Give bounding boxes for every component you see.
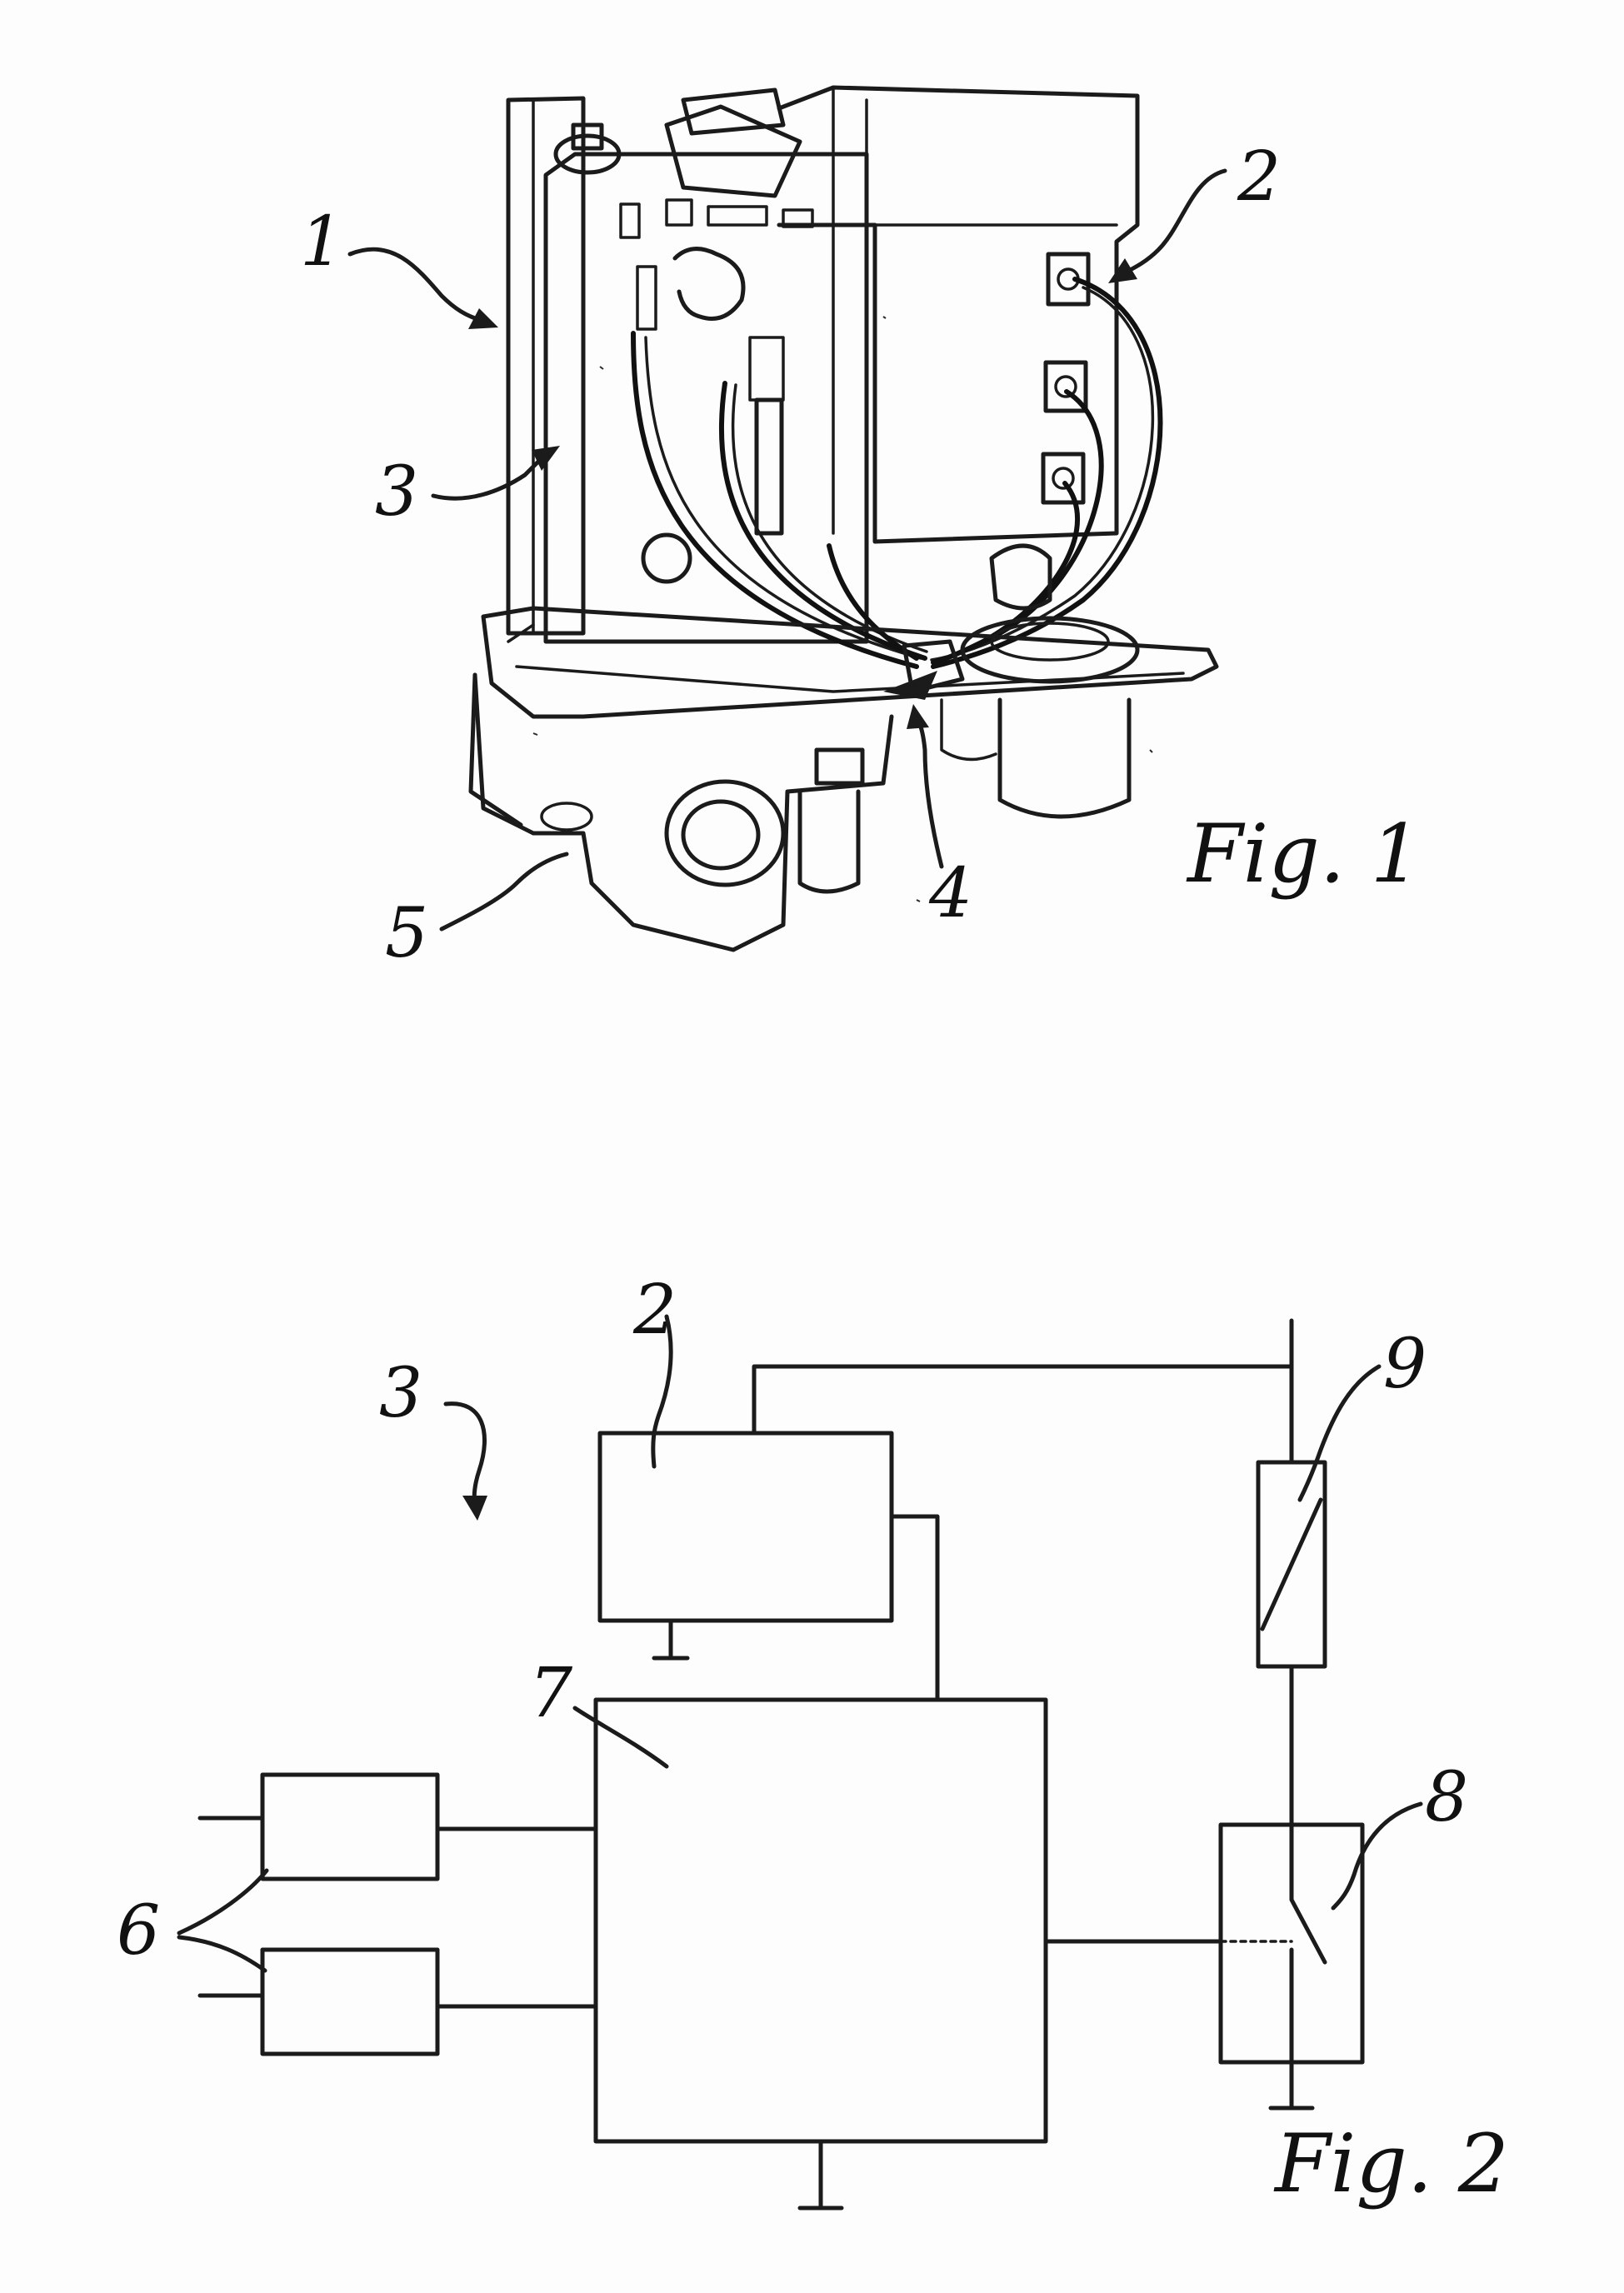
leader-8 — [1333, 1804, 1421, 1908]
label-5: 5 — [385, 894, 428, 973]
board-chip-2 — [667, 200, 692, 225]
block-2-ground — [654, 1621, 687, 1658]
cable-3 — [933, 279, 1161, 667]
leader-2-arrowhead — [1108, 258, 1137, 283]
top-bus-line — [754, 1366, 1292, 1433]
label-8: 8 — [1425, 1758, 1468, 1837]
block-6-lower — [262, 1950, 437, 2054]
block-7-ground — [800, 2141, 842, 2208]
label-2: 2 — [1237, 137, 1281, 217]
leader-3-fig2 — [446, 1404, 485, 1504]
lower-cylinder-small — [942, 700, 996, 759]
figure-1-labels: 1 2 3 4 5 Fig. 1 — [300, 137, 1422, 973]
leader-4 — [917, 717, 942, 867]
scan-speckle — [533, 317, 1152, 902]
board-chip-3 — [708, 207, 767, 225]
lower-cylinder-right — [1000, 700, 1129, 817]
socket-lower — [1043, 454, 1083, 502]
leader-7 — [575, 1708, 667, 1766]
leader-3-fig2-arrowhead — [462, 1496, 487, 1521]
lower-housing-bolt — [542, 803, 592, 830]
block-8-switch-arm — [1292, 1825, 1325, 1962]
label-3-fig2: 3 — [379, 1354, 422, 1433]
element-9-diagonal — [1262, 1500, 1321, 1629]
block-2 — [600, 1433, 892, 1621]
lower-port-inner — [683, 802, 758, 868]
figure-1-device — [471, 87, 1217, 950]
board-relay-shape — [675, 249, 743, 319]
cable-2b — [733, 385, 927, 652]
figure-2-labels: 3 2 9 7 8 6 Fig. 2 — [117, 1271, 1509, 2211]
label-9: 9 — [1383, 1325, 1427, 1404]
leader-5 — [442, 854, 567, 929]
leader-6-upper — [179, 1871, 267, 1933]
leader-1 — [350, 249, 483, 321]
block-2-to-7-line — [892, 1516, 937, 1700]
figure-2-caption: Fig. 2 — [1273, 2117, 1509, 2211]
figure-1-caption: Fig. 1 — [1186, 807, 1422, 901]
leader-3 — [433, 454, 546, 498]
label-4: 4 — [928, 854, 972, 933]
label-3-fig1: 3 — [375, 452, 418, 532]
leader-4-arrowhead — [907, 704, 929, 729]
figure-2-block-diagram — [200, 1321, 1362, 2208]
lower-fitting-nut — [817, 750, 862, 783]
lower-fitting — [800, 792, 858, 892]
label-1: 1 — [300, 202, 343, 282]
board-long-component — [757, 400, 782, 533]
block-8-ground — [1271, 1950, 1312, 2108]
board-round-component — [643, 535, 690, 582]
leader-9 — [1300, 1366, 1379, 1500]
block-6-upper — [262, 1775, 437, 1879]
socket-lower-hole — [1053, 468, 1073, 488]
board-terminal — [750, 337, 783, 400]
circuit-board-panel — [546, 154, 867, 642]
board-chip-5 — [637, 267, 656, 329]
board-chip-1 — [621, 204, 639, 237]
leader-6-lower — [179, 1937, 265, 1971]
label-6: 6 — [117, 1891, 160, 1971]
label-7: 7 — [529, 1654, 573, 1733]
socket-group — [1043, 254, 1088, 502]
